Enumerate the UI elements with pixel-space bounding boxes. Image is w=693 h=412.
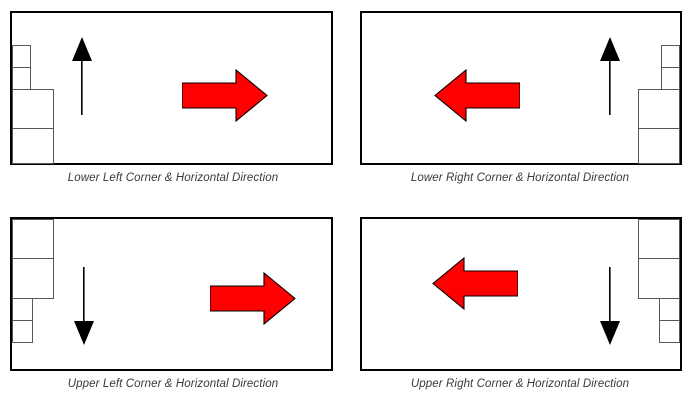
panel-caption: Upper Right Corner & Horizontal Directio… [410, 378, 630, 390]
wall-block [638, 219, 680, 259]
wall-block [638, 258, 680, 299]
wall-block [661, 67, 680, 90]
panel-lower-left: Lower Left Corner & Horizontal Direction [0, 0, 346, 206]
wall-block [12, 67, 31, 90]
arrow-down-icon [72, 265, 96, 347]
arrow-left-icon [432, 257, 518, 310]
room-outline [10, 11, 333, 165]
wall-block [638, 128, 680, 164]
arrow-up-icon [598, 35, 622, 117]
wall-block-stack [362, 219, 680, 369]
panel-lower-right: Lower Right Corner & Horizontal Directio… [347, 0, 693, 206]
panel-caption: Lower Left Corner & Horizontal Direction [67, 172, 279, 184]
arrow-right-icon [182, 69, 268, 122]
wall-block-stack [12, 219, 331, 369]
panel-caption: Upper Left Corner & Horizontal Direction [67, 378, 279, 390]
wall-block [12, 258, 54, 299]
panel-caption: Lower Right Corner & Horizontal Directio… [410, 172, 630, 184]
arrow-left-icon [434, 69, 520, 122]
arrow-up-icon [70, 35, 94, 117]
wall-block [661, 45, 680, 68]
wall-block-stack [362, 13, 680, 164]
room-outline [360, 217, 682, 371]
wall-block [12, 219, 54, 259]
wall-block [12, 320, 33, 343]
panel-upper-right: Upper Right Corner & Horizontal Directio… [347, 206, 693, 412]
wall-block [659, 320, 680, 343]
wall-block [12, 89, 54, 129]
wall-block [12, 128, 54, 164]
arrow-down-icon [598, 265, 622, 347]
wall-block [659, 298, 680, 321]
wall-block [12, 298, 33, 321]
wall-block [638, 89, 680, 129]
wall-block [12, 45, 31, 68]
room-outline [360, 11, 682, 165]
panel-upper-left: Upper Left Corner & Horizontal Direction [0, 206, 346, 412]
wall-block-stack [12, 13, 331, 164]
arrow-right-icon [210, 272, 296, 325]
room-outline [10, 217, 333, 371]
